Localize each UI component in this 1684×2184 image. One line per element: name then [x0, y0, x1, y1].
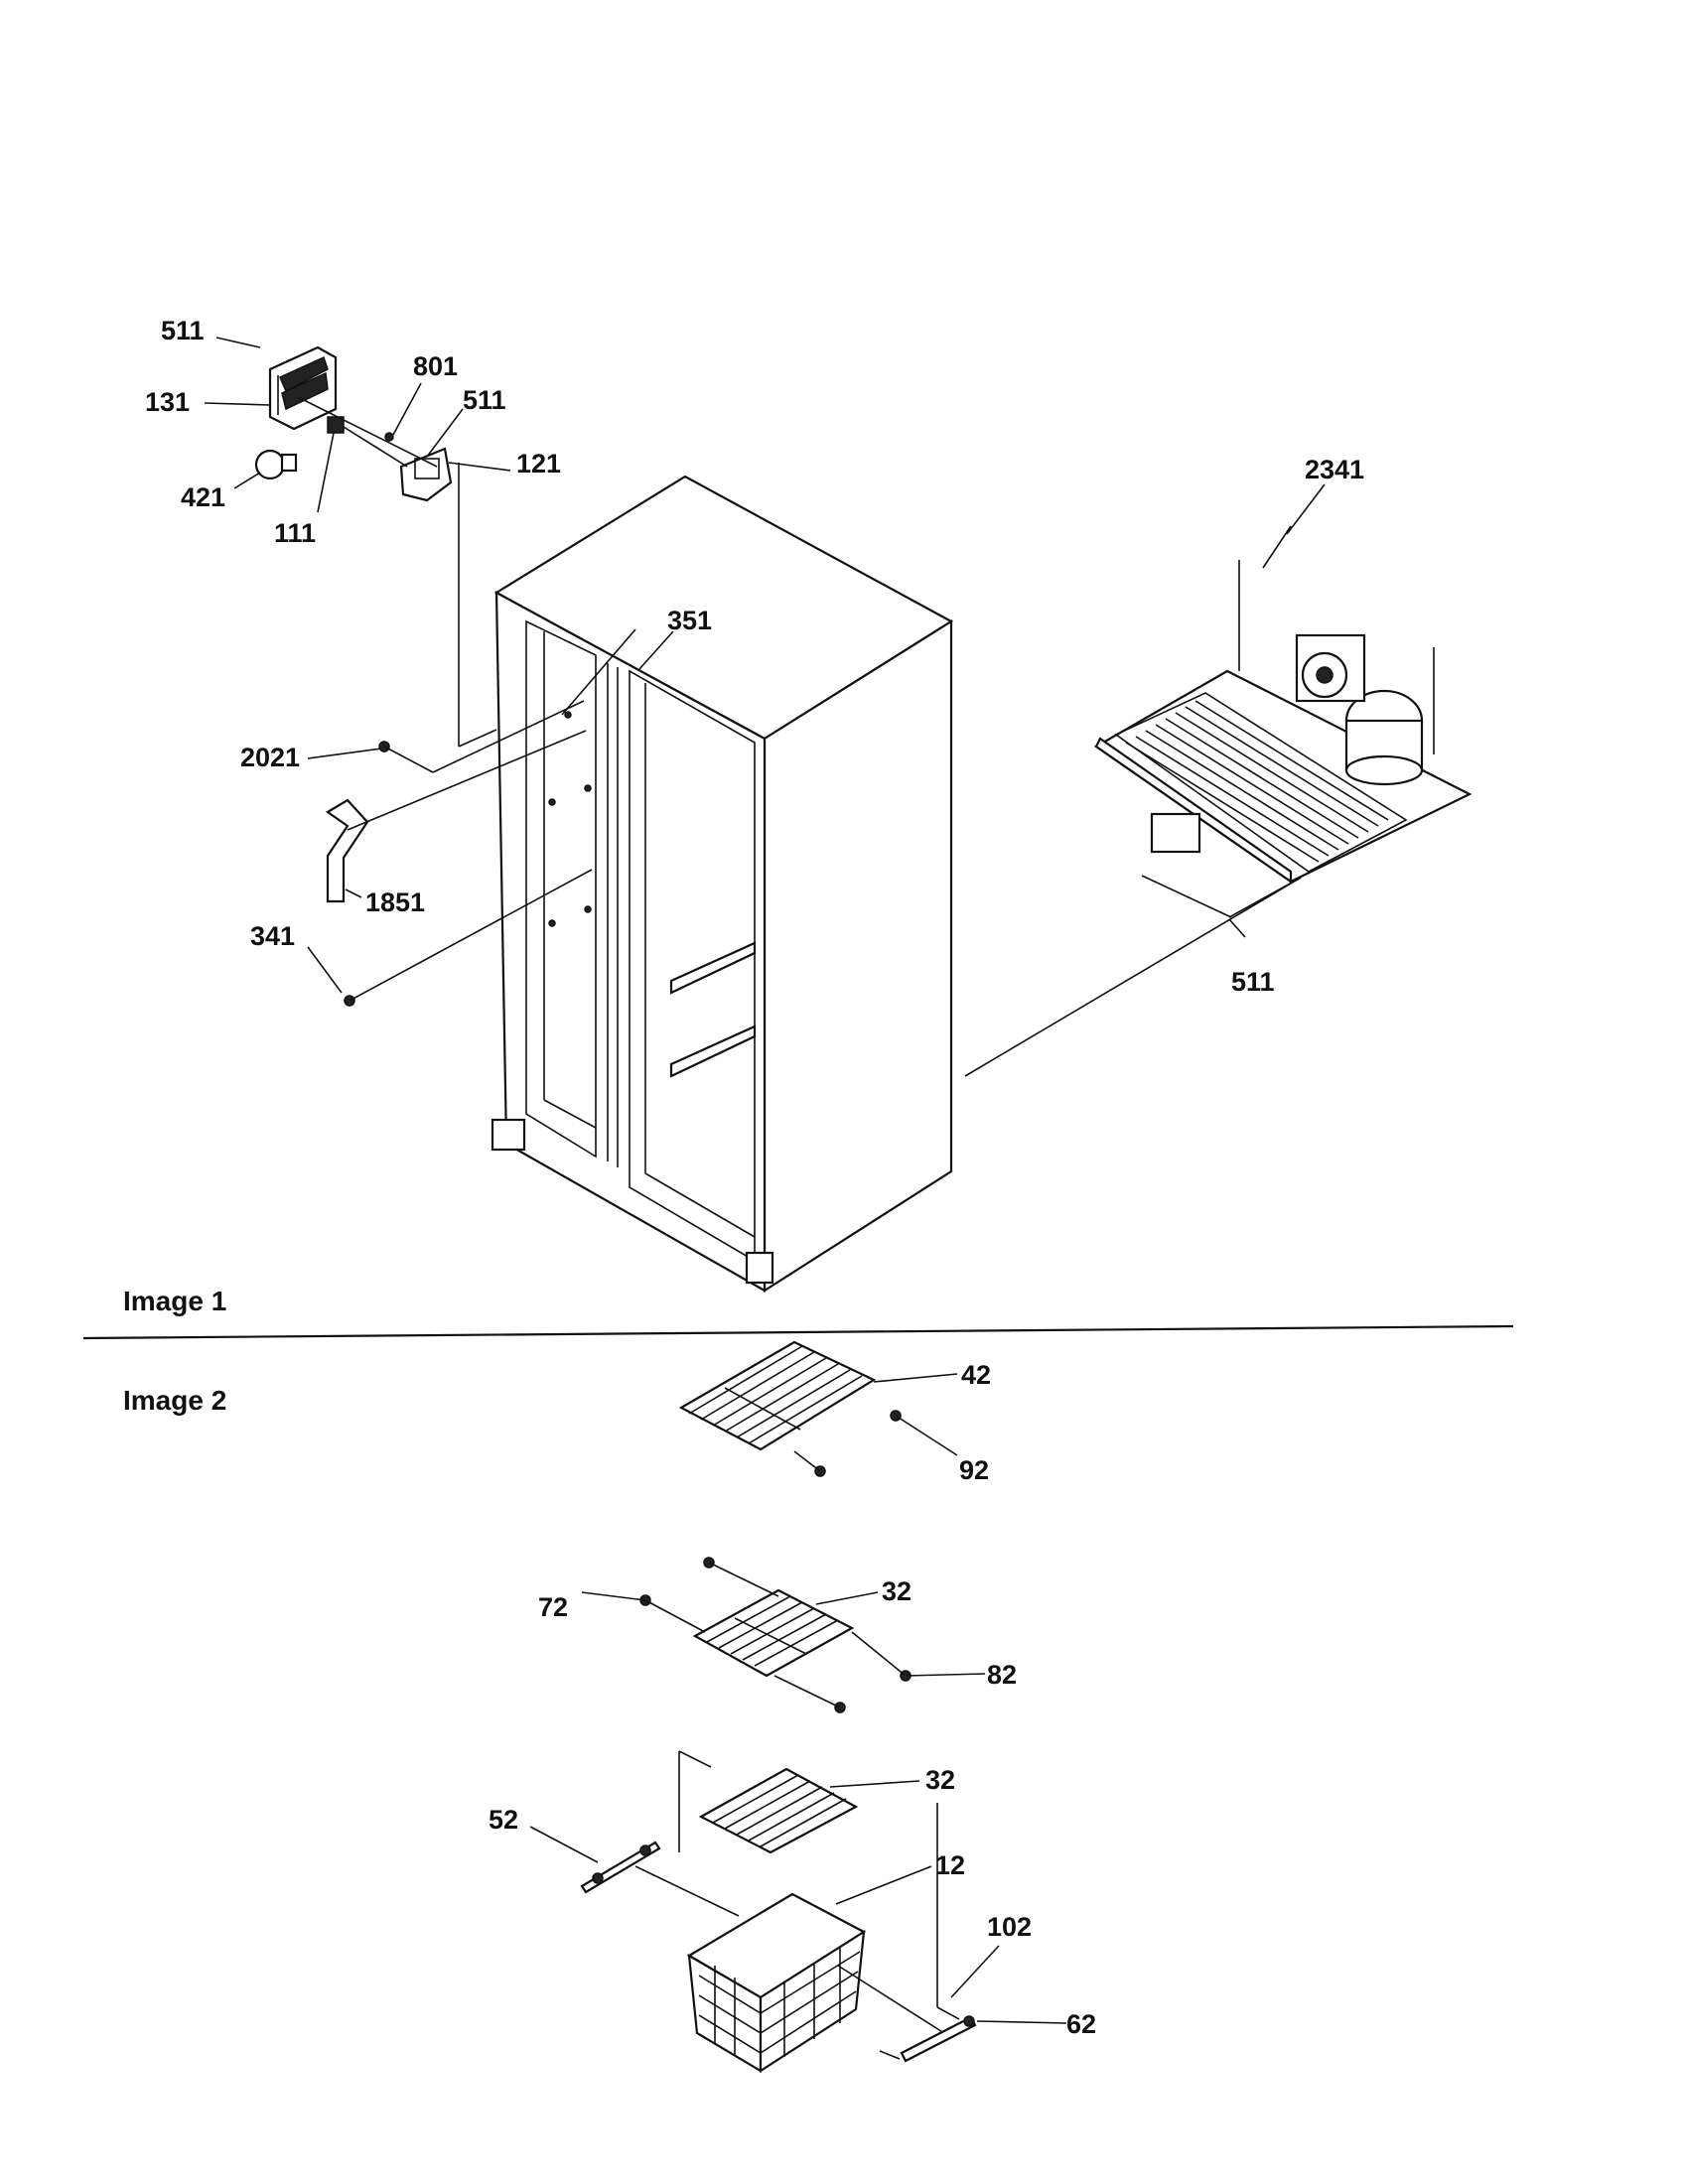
light-socket-111 [327, 416, 345, 434]
basket-slide-62 [900, 2015, 977, 2063]
callout-1851: 1851 [365, 887, 425, 917]
callout-92: 92 [959, 1455, 989, 1485]
callout-121: 121 [516, 449, 561, 478]
wire-shelf-42 [678, 1340, 877, 1451]
screw-801 [384, 432, 394, 442]
callout-351: 351 [667, 606, 712, 635]
light-housing-assembly [254, 345, 497, 748]
section-label-image-2: Image 2 [123, 1385, 226, 1416]
section-label-image-1: Image 1 [123, 1286, 226, 1316]
callout-511-top: 511 [161, 316, 205, 345]
callout-421: 421 [181, 482, 225, 512]
wire-basket-12 [686, 1892, 867, 2074]
refrigerator-cabinet [491, 475, 954, 1294]
compressor [1344, 689, 1424, 786]
callout-12: 12 [935, 1850, 965, 1880]
light-bulb-421 [254, 449, 298, 480]
basket-slide-52 [580, 1841, 661, 1894]
callout-2021: 2021 [240, 743, 300, 772]
callout-52: 52 [489, 1805, 518, 1835]
wire-shelf-32-lower [698, 1767, 859, 1854]
light-housing-131 [268, 345, 338, 431]
callout-2341: 2341 [1305, 455, 1364, 484]
callout-72: 72 [538, 1592, 568, 1622]
hinge-1851 [325, 798, 369, 903]
callout-42: 42 [961, 1360, 991, 1390]
condenser-coils [1114, 692, 1408, 873]
callout-511-bracket: 511 [463, 385, 506, 415]
callout-511-unit: 511 [1231, 967, 1275, 997]
wire-shelf-32-upper [692, 1588, 855, 1678]
callout-82: 82 [987, 1660, 1017, 1690]
machine-compartment-unit [1093, 560, 1473, 885]
relay-box [1150, 812, 1201, 854]
section-divider [82, 1324, 1514, 1340]
callout-341: 341 [250, 921, 295, 951]
callout-32-upper: 32 [882, 1576, 912, 1606]
light-bracket-121 [399, 447, 453, 502]
condenser-fan [1295, 633, 1366, 703]
callout-111: 111 [274, 518, 316, 548]
callout-801: 801 [413, 351, 458, 381]
callout-102: 102 [987, 1912, 1032, 1942]
callout-32-lower: 32 [925, 1765, 955, 1795]
callout-62: 62 [1066, 2009, 1096, 2039]
callout-131: 131 [145, 387, 190, 417]
